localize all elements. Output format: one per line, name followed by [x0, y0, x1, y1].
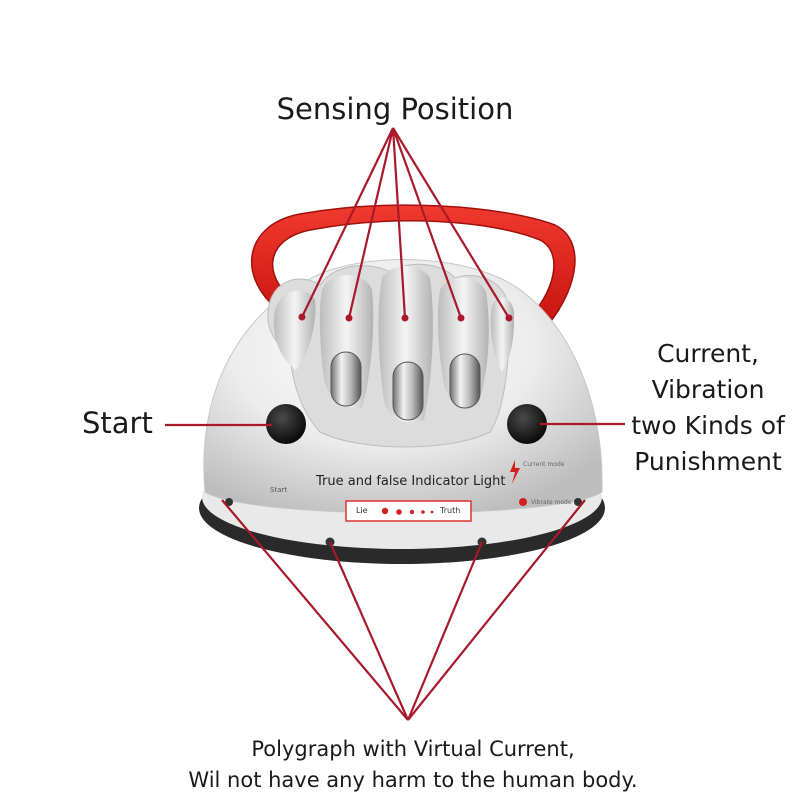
caption-line-2: Wil not have any harm to the human body.: [188, 768, 638, 792]
truth-label: Truth: [440, 506, 461, 515]
sensing-pointer-lines: [301, 127, 510, 319]
indicator-leds: [381, 507, 434, 515]
punishment-label: Current, Vibration two Kinds of Punishme…: [618, 336, 798, 480]
indicator-light-label: True and false Indicator Light: [316, 474, 506, 489]
led-4: [421, 510, 425, 514]
led-1: [381, 507, 389, 515]
punishment-line-4: Punishment: [634, 447, 782, 476]
start-button[interactable]: [266, 404, 306, 444]
mode-button[interactable]: [507, 404, 547, 444]
led-2: [396, 509, 402, 515]
start-label: Start: [82, 406, 153, 440]
lightning-icon: [510, 460, 520, 484]
punishment-line-3: two Kinds of: [631, 411, 785, 440]
vibrate-mode-label: Vibrate mode: [531, 499, 572, 506]
punishment-line-1: Current,: [657, 339, 759, 368]
led-5: [430, 510, 434, 514]
lie-label: Lie: [356, 506, 368, 515]
caption-line-1: Polygraph with Virtual Current,: [251, 737, 575, 761]
sensor-pads: [330, 351, 481, 421]
vibrate-icon: [519, 498, 527, 506]
current-mode-label: Current mode: [523, 461, 565, 468]
sensing-position-label: Sensing Position: [276, 92, 514, 126]
led-3: [409, 509, 415, 515]
device-start-label: Start: [270, 486, 288, 494]
polygraph-pointer-lines: [221, 499, 586, 721]
indicator-panel: [345, 500, 472, 522]
bottom-caption: Polygraph with Virtual Current, Wil not …: [0, 734, 800, 796]
sensing-point-dots: [298, 313, 513, 322]
punishment-line-2: Vibration: [651, 375, 765, 404]
